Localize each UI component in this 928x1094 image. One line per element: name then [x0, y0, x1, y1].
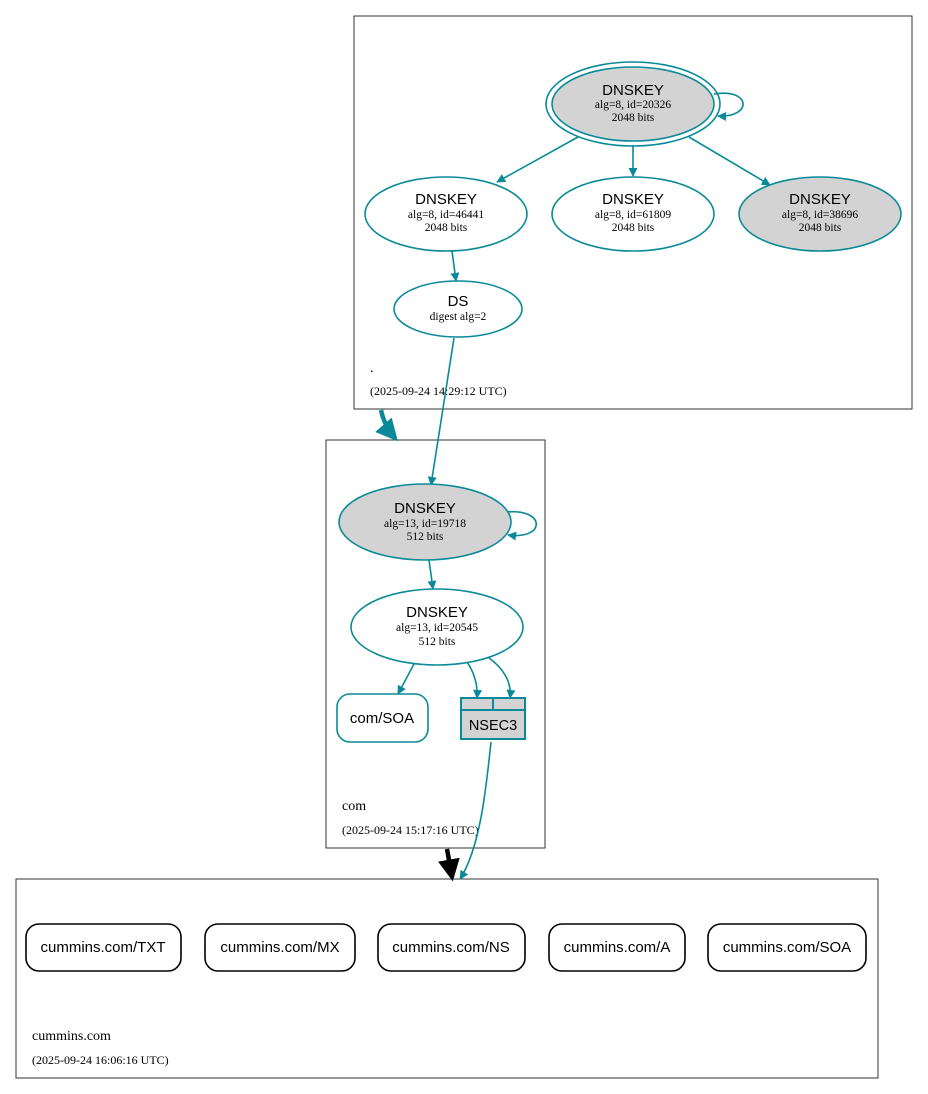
dnskey-46441-alg: alg=8, id=46441: [408, 209, 484, 221]
dnskey-19718-alg: alg=13, id=19718: [384, 518, 466, 530]
zone-cummins-name: cummins.com: [32, 1029, 111, 1044]
edge-com-ksk-self: [505, 510, 537, 541]
dnskey-38696-bits: 2048 bits: [799, 222, 842, 234]
rr-cummins-a[interactable]: cummins.com/A: [548, 923, 686, 972]
zone-com-name: com: [342, 799, 366, 814]
rr-cummins-txt[interactable]: cummins.com/TXT: [25, 923, 182, 972]
edge-root-ksk-to-46441: [496, 136, 579, 183]
dnskey-61809-alg: alg=8, id=61809: [595, 209, 671, 221]
nsec3-node[interactable]: NSEC3: [460, 697, 526, 740]
dnskey-node-20326[interactable]: DNSKEY alg=8, id=20326 2048 bits: [545, 61, 721, 147]
rr-cummins-a-label: cummins.com/A: [564, 939, 671, 956]
dnskey-19718-title: DNSKEY: [394, 500, 456, 517]
edge-com-zsk-to-nsec3-a: [466, 661, 483, 699]
rr-cummins-txt-label: cummins.com/TXT: [40, 939, 165, 956]
dnskey-38696-alg: alg=8, id=38696: [782, 209, 858, 221]
rr-cummins-mx-label: cummins.com/MX: [220, 939, 339, 956]
edge-root-ksk-to-38696: [688, 136, 771, 186]
rr-cummins-mx[interactable]: cummins.com/MX: [204, 923, 356, 972]
dnskey-61809-title: DNSKEY: [602, 191, 664, 208]
dnskey-node-19718[interactable]: DNSKEY alg=13, id=19718 512 bits: [338, 483, 512, 561]
zone-root-timestamp: (2025-09-24 14:29:12 UTC): [370, 384, 507, 398]
dnskey-46441-bits: 2048 bits: [425, 222, 468, 234]
ds-digest-alg: digest alg=2: [430, 311, 487, 323]
com-soa-label: com/SOA: [350, 710, 414, 727]
edge-com-zsk-to-nsec3-b: [488, 657, 516, 699]
dnskey-20326-title: DNSKEY: [602, 82, 664, 99]
edge-com-ksk-to-zsk: [427, 559, 437, 590]
edge-com-zsk-to-soa: [397, 663, 415, 695]
edge-46441-to-ds: [450, 250, 460, 282]
rr-cummins-soa-label: cummins.com/SOA: [723, 939, 851, 956]
dnskey-20545-title: DNSKEY: [406, 604, 468, 621]
dnskey-38696-title: DNSKEY: [789, 191, 851, 208]
zone-cummins-box: [15, 878, 879, 1079]
delegation-root-to-com: [375, 409, 398, 442]
dnskey-node-20545[interactable]: DNSKEY alg=13, id=20545 512 bits: [350, 588, 524, 666]
dnskey-node-38696[interactable]: DNSKEY alg=8, id=38696 2048 bits: [738, 176, 902, 252]
dnskey-20326-bits: 2048 bits: [612, 112, 655, 124]
zone-cummins-timestamp: (2025-09-24 16:06:16 UTC): [32, 1053, 169, 1067]
edge-nsec3-to-cummins: [459, 741, 492, 880]
ds-title: DS: [448, 293, 469, 310]
dnskey-19718-bits: 512 bits: [407, 531, 444, 543]
dnskey-20545-alg: alg=13, id=20545: [396, 622, 478, 634]
rr-cummins-ns-label: cummins.com/NS: [392, 939, 510, 956]
zone-com-timestamp: (2025-09-24 15:17:16 UTC): [342, 823, 479, 837]
com-soa-node[interactable]: com/SOA: [336, 693, 429, 743]
dnskey-node-46441[interactable]: DNSKEY alg=8, id=46441 2048 bits: [364, 176, 528, 252]
rr-cummins-soa[interactable]: cummins.com/SOA: [707, 923, 867, 972]
dnskey-20545-bits: 512 bits: [419, 636, 456, 648]
zone-root-name: .: [370, 361, 374, 376]
dnskey-20326-alg: alg=8, id=20326: [595, 99, 671, 111]
dnskey-node-61809[interactable]: DNSKEY alg=8, id=61809 2048 bits: [551, 176, 715, 252]
edge-root-ksk-self: [713, 92, 744, 121]
ds-node[interactable]: DS digest alg=2: [393, 280, 523, 338]
dnskey-46441-title: DNSKEY: [415, 191, 477, 208]
rr-cummins-ns[interactable]: cummins.com/NS: [377, 923, 526, 972]
edge-ds-to-com-ksk: [427, 337, 455, 486]
delegation-com-to-cummins: [438, 848, 460, 882]
zone-com-box: [325, 439, 546, 849]
dnskey-61809-bits: 2048 bits: [612, 222, 655, 234]
nsec3-label: NSEC3: [469, 718, 517, 734]
zone-root-box: [353, 15, 913, 410]
